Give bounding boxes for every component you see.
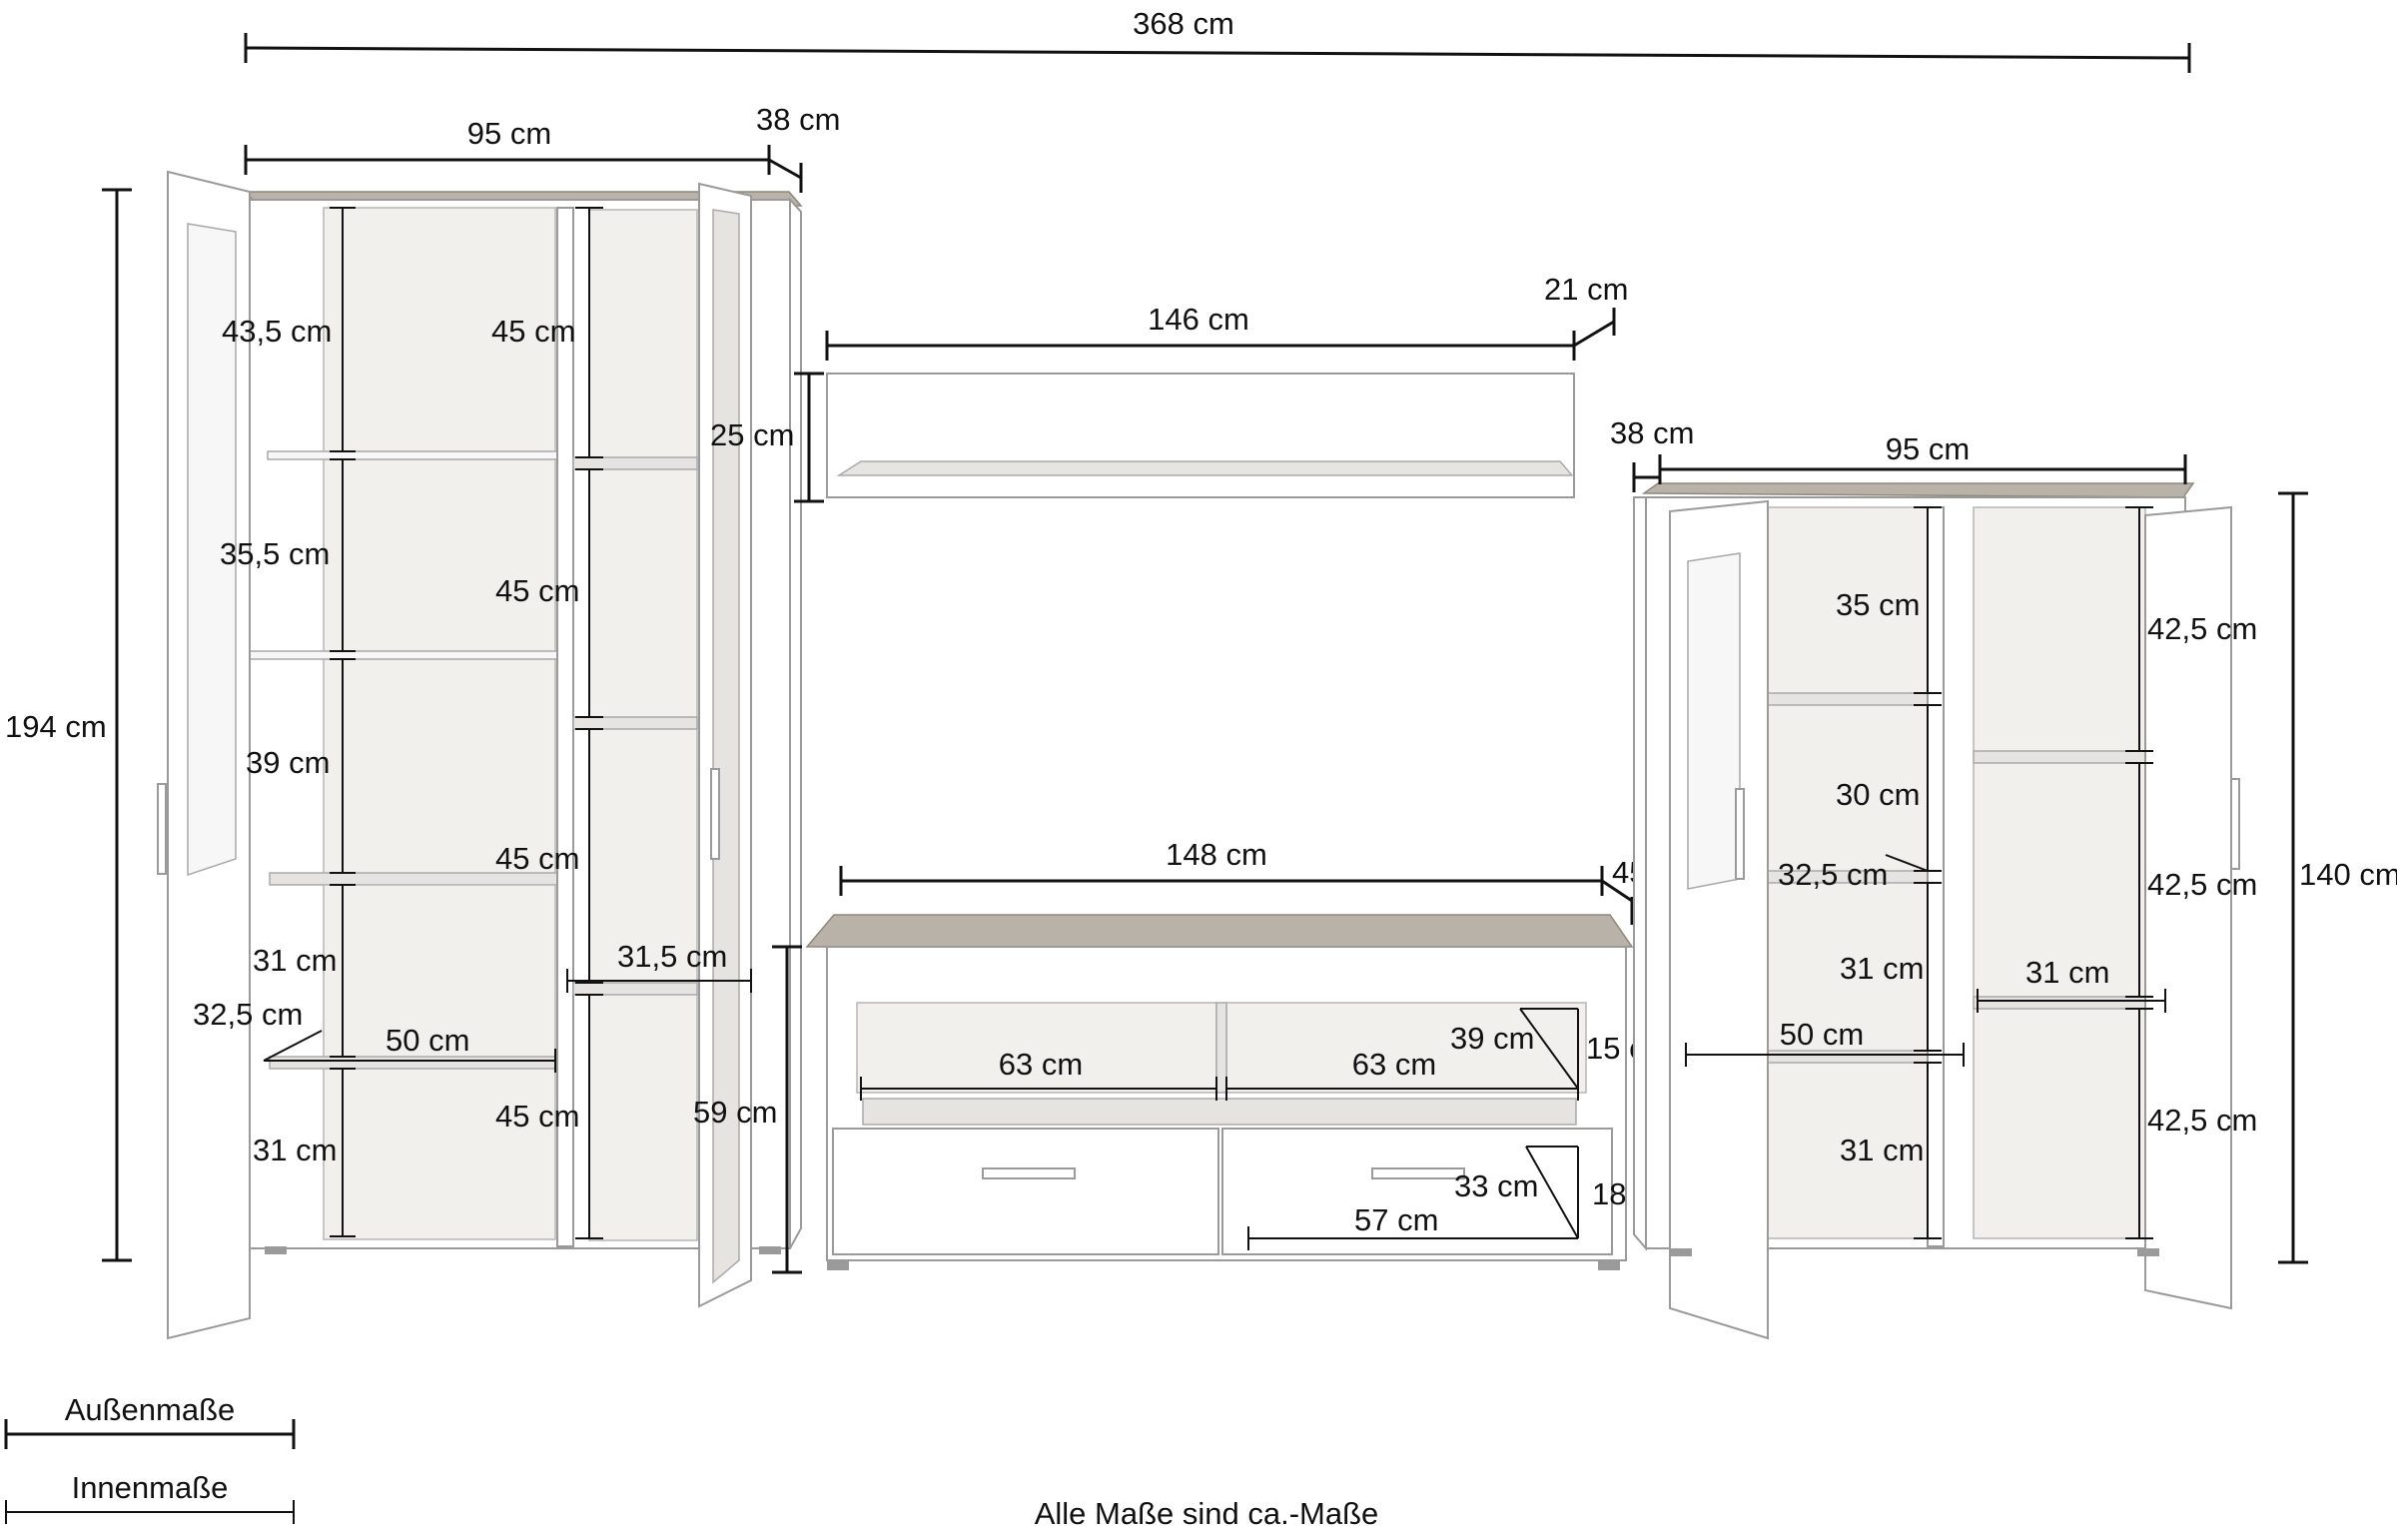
vitrine-glass-inner-1: 43,5 cm	[222, 314, 332, 349]
vitrine-depth-label: 38 cm	[756, 102, 840, 137]
tv-board-foot-left	[827, 1260, 849, 1270]
highboard-divider	[1927, 506, 1945, 1247]
vitrine-right-shelf-2	[572, 716, 698, 730]
tv-board-open-width-1: 63 cm	[999, 1047, 1083, 1082]
vitrine-foot-right	[759, 1246, 781, 1254]
wall-shelf-body	[826, 373, 1575, 498]
highboard-depth-label: 38 cm	[1610, 415, 1694, 450]
highboard-left-inner-1: 35 cm	[1836, 587, 1920, 622]
tv-board-open-width-2: 63 cm	[1352, 1047, 1436, 1082]
vitrine-lower-inner-2: 31 cm	[253, 1133, 337, 1167]
vitrine-right-width: 31,5 cm	[617, 939, 727, 974]
highboard-left-inner-3: 31 cm	[1840, 951, 1924, 986]
drawer-left-handle-icon	[982, 1167, 1076, 1179]
highboard-left-shelf-3	[1767, 1050, 1929, 1064]
vitrine-glass-shelf-1	[267, 450, 558, 460]
tv-board-open-divider	[1215, 1002, 1227, 1094]
highboard-right-door-handle-icon	[2230, 778, 2240, 870]
vitrine-right-door-handle-icon	[710, 768, 720, 860]
tv-board-drawer-left	[832, 1128, 1219, 1255]
legend-inner-label: Innenmaße	[72, 1470, 229, 1505]
tv-board-drawer-right	[1221, 1128, 1613, 1255]
vitrine-glass-door-handle-icon	[157, 783, 167, 875]
wall-shelf-board	[836, 460, 1574, 476]
vitrine-left	[157, 170, 803, 1340]
highboard-glass-door-handle-icon	[1735, 788, 1745, 880]
wall-shelf-width-label: 146 cm	[1148, 302, 1249, 337]
tv-board-width-label: 148 cm	[1166, 837, 1267, 872]
highboard-right-width: 31 cm	[2025, 955, 2109, 990]
vitrine-right-inner-3: 45 cm	[495, 841, 579, 876]
tv-board-inner-shelf	[862, 1098, 1577, 1126]
vitrine-inner-dimensions: 43,5 cm 35,5 cm 39 cm 31 cm 31 cm 32,5 c…	[193, 207, 752, 1239]
highboard-left-inner-4: 31 cm	[1840, 1133, 1924, 1167]
highboard-left-depth: 32,5 cm	[1778, 857, 1888, 892]
wall-shelf-height-label: 25 cm	[710, 417, 794, 452]
vitrine-divider	[556, 207, 574, 1247]
vitrine-lower-width: 50 cm	[386, 1023, 469, 1058]
vitrine-height-label: 194 cm	[5, 709, 107, 744]
legend: Außenmaße Innenmaße Alle Maße sind ca.-M…	[4, 1392, 1379, 1531]
vitrine-right-door-panel	[712, 209, 740, 1284]
tv-board-top	[805, 914, 1634, 948]
tv-board-dimensions: 148 cm 45 cm 59 cm 63 cm 63 cm 39 cm 15 …	[693, 837, 1696, 1274]
highboard-width-label: 95 cm	[1886, 431, 1970, 466]
tv-board-drawer-depth: 33 cm	[1454, 1168, 1538, 1203]
overall-width-label: 368 cm	[1133, 6, 1234, 41]
highboard-right	[1633, 482, 2240, 1340]
wall-shelf-depth-label: 21 cm	[1544, 272, 1628, 307]
vitrine-outer-dimensions: 95 cm 38 cm 194 cm	[5, 102, 840, 1262]
vitrine-right-inner-1: 45 cm	[491, 314, 575, 349]
highboard-side	[1633, 496, 1647, 1251]
highboard-right-inner-2: 42,5 cm	[2147, 867, 2257, 902]
highboard-right-inner-1: 42,5 cm	[2147, 611, 2257, 646]
vitrine-door-glass-pane	[187, 223, 237, 877]
highboard-height-label: 140 cm	[2299, 857, 2397, 892]
highboard-inner-dimensions: 35 cm 30 cm 32,5 cm 31 cm 50 cm 31 cm 42…	[1685, 506, 2257, 1239]
highboard-left-inner-2: 30 cm	[1836, 777, 1920, 812]
vitrine-side-panel	[789, 197, 802, 1249]
highboard-outer-dimensions: 38 cm 95 cm 140 cm	[1610, 415, 2397, 1264]
vitrine-right-inner-4: 45 cm	[495, 1099, 579, 1134]
vitrine-width-label: 95 cm	[467, 116, 551, 151]
wall-shelf: 146 cm 21 cm 25 cm	[710, 272, 1628, 503]
highboard-right-compartment	[1973, 506, 2146, 1239]
vitrine-lower-depth: 32,5 cm	[193, 997, 303, 1032]
tv-board	[805, 914, 1634, 1270]
vitrine-right-shelf-3	[572, 982, 698, 996]
overall-width-dimension: 368 cm	[244, 6, 2191, 73]
drawer-right-handle-icon	[1371, 1167, 1465, 1179]
tv-board-foot-right	[1598, 1260, 1620, 1270]
vitrine-lower-shelf	[269, 1056, 560, 1070]
legend-outer-label: Außenmaße	[65, 1392, 236, 1427]
vitrine-right-inner-2: 45 cm	[495, 573, 579, 608]
vitrine-glass-inner-3: 39 cm	[246, 745, 330, 780]
highboard-door-glass-pane	[1687, 552, 1741, 890]
vitrine-glass-inner-2: 35,5 cm	[220, 536, 330, 571]
highboard-foot-left	[1670, 1248, 1692, 1256]
vitrine-glass-compartment	[323, 207, 556, 878]
highboard-right-shelf-1	[1973, 750, 2146, 764]
vitrine-lower-inner-1: 31 cm	[253, 943, 337, 978]
highboard-right-shelf-2	[1973, 996, 2146, 1010]
tv-board-height-label: 59 cm	[693, 1095, 777, 1130]
highboard-left-width: 50 cm	[1780, 1017, 1864, 1052]
highboard-left-shelf-1	[1767, 692, 1929, 706]
highboard-foot-right	[2137, 1248, 2159, 1256]
vitrine-foot-left	[265, 1246, 287, 1254]
highboard-top	[1641, 482, 2195, 498]
vitrine-right-shelf-1	[572, 456, 698, 470]
highboard-right-door	[2144, 505, 2232, 1310]
approximate-measurements-note: Alle Maße sind ca.-Maße	[1035, 1496, 1379, 1531]
tv-board-drawer-width: 57 cm	[1354, 1202, 1438, 1237]
tv-board-open-depth: 39 cm	[1450, 1021, 1534, 1056]
highboard-right-inner-3: 42,5 cm	[2147, 1103, 2257, 1138]
